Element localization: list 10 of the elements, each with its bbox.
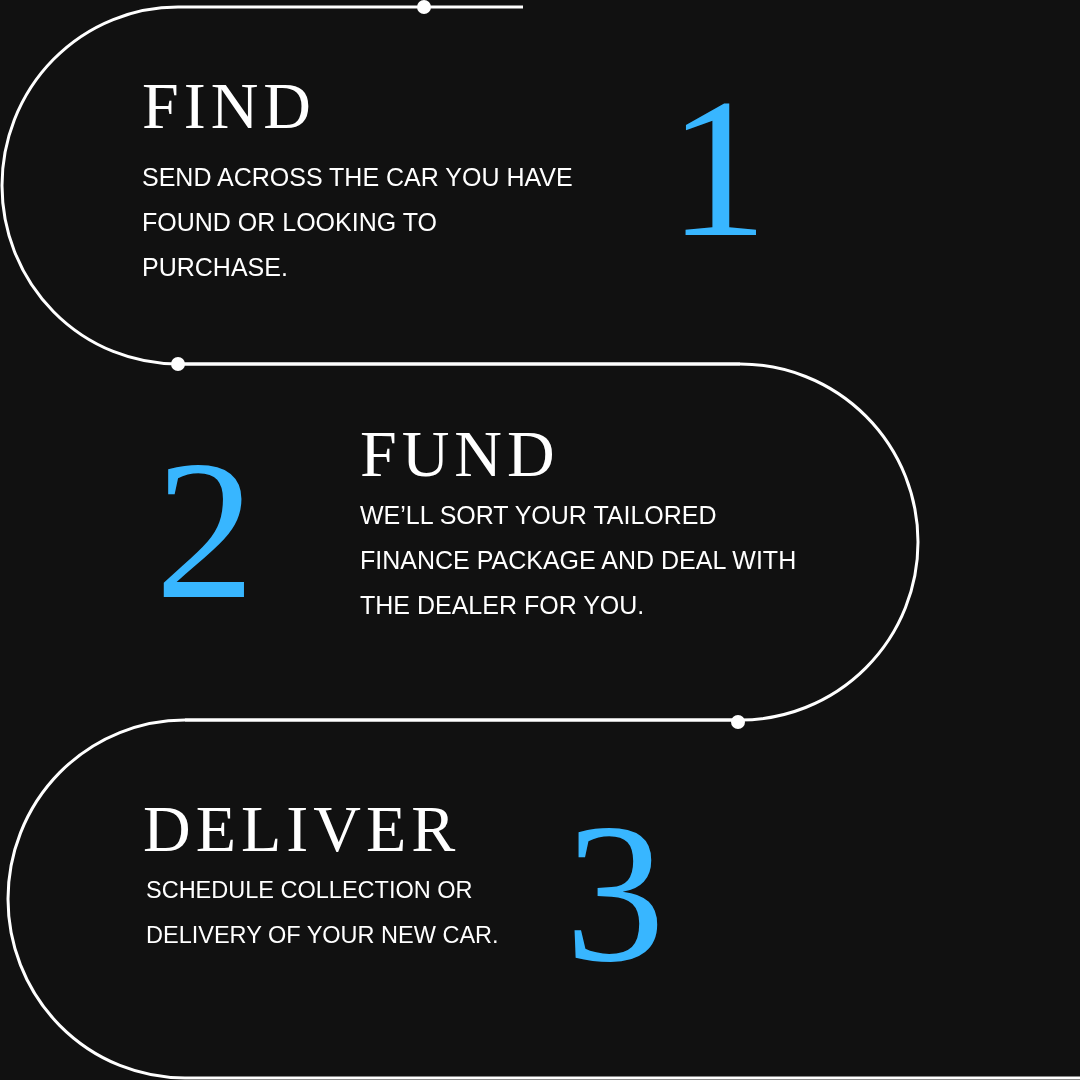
step-number: 3 <box>565 823 666 963</box>
step-number: 2 <box>155 460 256 600</box>
step-description: SEND ACROSS THE CAR YOU HAVE FOUND OR LOOKING TO PURCHASE. <box>142 162 574 283</box>
step-title: DELIVER <box>143 804 462 854</box>
step-description: WE’LL SORT YOUR TAILORED FINANCE PACKAGE AND DEAL WITH THE DEALER FOR YOU. <box>360 500 798 621</box>
step-number: 1 <box>668 98 769 238</box>
step-description: SCHEDULE COLLECTION OR DELIVERY OF YOUR NEW CAR. <box>146 876 500 950</box>
step-title: FIND <box>142 81 317 131</box>
step-title: FUND <box>360 429 561 479</box>
step-panel <box>5 717 1080 1080</box>
